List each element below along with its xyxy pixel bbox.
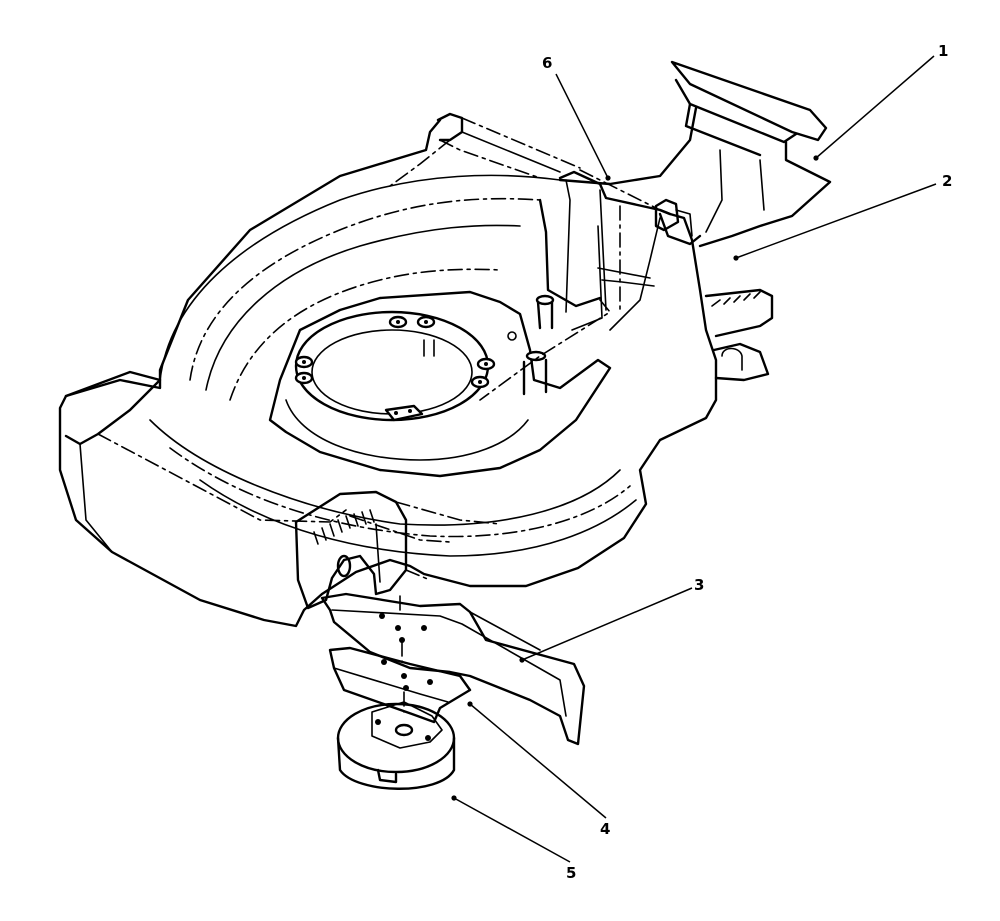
leader-lines <box>451 55 937 863</box>
callout-labels: 1 2 3 4 5 6 <box>542 42 952 882</box>
leader-2 <box>735 183 937 259</box>
grass-chute <box>558 60 832 248</box>
leader-3 <box>521 587 693 661</box>
blade-adapter <box>336 701 456 790</box>
callout-2: 2 <box>942 172 952 190</box>
callout-5: 5 <box>566 864 576 882</box>
callout-4: 4 <box>600 820 610 838</box>
leader-5 <box>453 797 571 863</box>
callout-1: 1 <box>938 42 948 60</box>
leader-6 <box>555 73 609 179</box>
mower-deck-housing <box>58 112 774 628</box>
spindle-bolts <box>294 315 496 422</box>
callout-6: 6 <box>542 54 552 72</box>
callout-3: 3 <box>694 576 704 594</box>
leader-4 <box>469 703 607 819</box>
leader-1 <box>815 55 935 159</box>
mower-blade <box>320 592 586 746</box>
